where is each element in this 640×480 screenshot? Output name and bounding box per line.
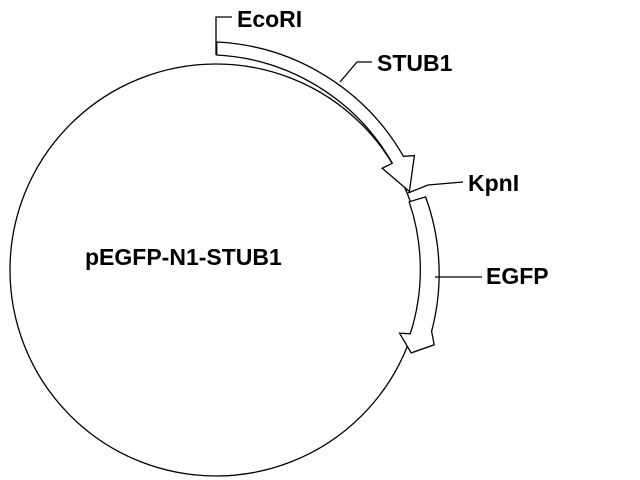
stub1-feature-arrow [216, 41, 416, 193]
plasmid-name-label: pEGFP-N1-STUB1 [85, 244, 282, 270]
stub1-leader-line [339, 61, 372, 83]
ecori-site-marker [215, 16, 232, 55]
stub1-feature-label: STUB1 [377, 50, 453, 76]
egfp-feature-label: EGFP [486, 263, 549, 289]
kpni-site-marker [407, 181, 464, 194]
egfp-feature-arrow [398, 196, 440, 354]
ecori-site-label: EcoRI [237, 6, 302, 32]
kpni-site-label: KpnI [468, 170, 519, 196]
plasmid-backbone-circle [9, 63, 423, 477]
